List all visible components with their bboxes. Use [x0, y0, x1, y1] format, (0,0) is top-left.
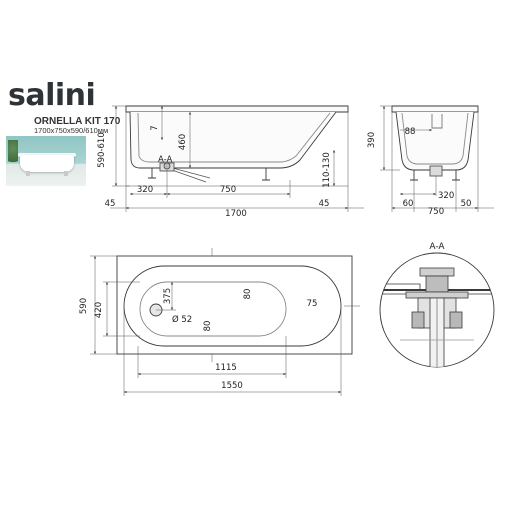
dim-390: 390	[367, 132, 377, 148]
section-mark: A-A	[158, 155, 173, 165]
drain-diameter: Ø 52	[172, 314, 192, 325]
dim-320: 320	[137, 185, 153, 195]
dim-1700: 1700	[225, 209, 247, 219]
end-view	[391, 105, 479, 181]
end-dimensions	[380, 105, 494, 212]
dim-590-610: 590-610	[97, 132, 107, 168]
dim-320-end: 320	[438, 191, 454, 201]
dim-375: 375	[163, 288, 173, 304]
dim-7: 7	[150, 125, 160, 130]
bathtub-body	[20, 155, 74, 172]
top-dimensions	[90, 248, 360, 396]
top-view	[116, 255, 353, 355]
model-size: 1700x750x590/610мм	[34, 126, 109, 135]
product-photo	[6, 136, 86, 186]
dim-80-top: 80	[243, 289, 253, 300]
side-view	[125, 105, 349, 183]
dim-80-bottom: 80	[203, 321, 213, 332]
bathtub-foot	[64, 171, 68, 176]
dim-420: 420	[94, 302, 104, 318]
dim-110-130: 110-130	[322, 152, 332, 188]
dim-750-end: 750	[428, 207, 444, 217]
dim-1550: 1550	[221, 381, 243, 391]
dim-50: 50	[461, 199, 472, 209]
bathtub-foot	[26, 171, 30, 176]
dim-60: 60	[403, 199, 414, 209]
dim-590: 590	[79, 298, 89, 314]
dim-1115: 1115	[215, 363, 237, 373]
detail-view	[379, 252, 495, 368]
dim-45-left: 45	[105, 199, 116, 209]
dim-88: 88	[405, 127, 416, 137]
brand-logo: salini	[8, 78, 96, 113]
detail-label: A-A	[429, 242, 445, 252]
dim-460: 460	[178, 134, 188, 150]
dim-45-right: 45	[319, 199, 330, 209]
plant-shape	[8, 140, 18, 170]
top-labels: 590 420 375 80 75 Ø 52 80 1115 1550	[79, 288, 317, 391]
dim-75: 75	[307, 299, 318, 309]
side-dimensions	[110, 105, 364, 212]
end-labels: 390 88 320 60 750 50	[367, 127, 471, 217]
model-name: ORNELLA KIT 170	[34, 116, 121, 127]
side-labels: 590-610 7 460 110-130 A-A 320 750 45 170…	[97, 125, 332, 219]
dim-750: 750	[220, 185, 236, 195]
